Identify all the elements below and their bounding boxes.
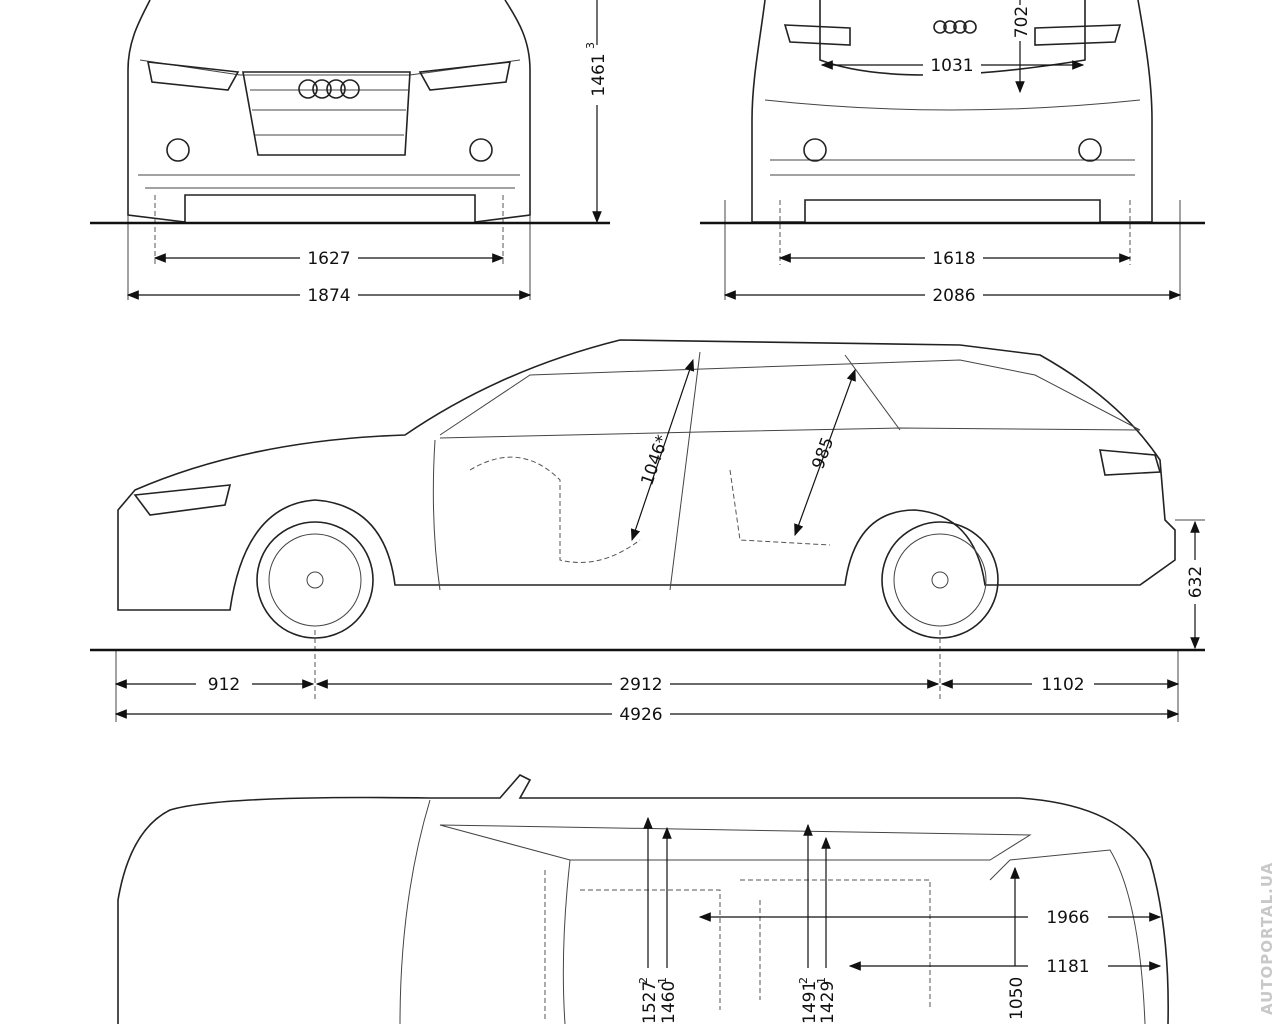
audi-rings-logo-rear <box>933 20 977 34</box>
rear-headroom-label: 985 <box>808 435 838 472</box>
watermark: AUTOPORTAL.UA <box>1258 862 1276 1015</box>
front-view: 1627 1874 1461 3 <box>126 0 609 306</box>
cargo-width-label: 1050 <box>1007 977 1027 1020</box>
height-label: 1461 <box>589 53 609 96</box>
front-grille <box>242 71 411 156</box>
height-footnote: 3 <box>584 42 597 49</box>
left-exhaust <box>803 138 827 162</box>
cargo-length-label: 1181 <box>1046 957 1089 977</box>
front-wheel <box>256 521 374 639</box>
left-headlight <box>147 61 240 91</box>
right-headlight <box>418 61 511 91</box>
rear-overhang-label: 1102 <box>1041 675 1084 695</box>
rear-width-label: 2086 <box>932 286 975 306</box>
front-width-label: 1874 <box>307 286 350 306</box>
front-shoulder-width-label: 1460 <box>659 981 679 1024</box>
footnote-2: 2 <box>797 977 810 984</box>
side-view: 1046* 985 632 912 2912 1102 4926 <box>114 339 1207 725</box>
rear-shoulder-width-label: 1429 <box>818 981 838 1024</box>
rear-wheel <box>881 521 999 639</box>
side-headlight <box>133 484 232 516</box>
length-label: 4926 <box>619 705 662 725</box>
audi-rings-logo-front <box>298 79 360 99</box>
side-taillight <box>1099 449 1162 476</box>
left-taillight <box>783 24 851 46</box>
rear-track-label: 1618 <box>932 249 975 269</box>
right-taillight <box>1034 24 1122 46</box>
front-overhang-label: 912 <box>208 675 240 695</box>
footnote-2: 2 <box>637 977 650 984</box>
cargo-length-folded-label: 1966 <box>1046 908 1089 928</box>
footnote-1: 1 <box>656 977 669 984</box>
front-track-label: 1627 <box>307 249 350 269</box>
front-elbow-width-label: 1527 <box>640 981 660 1024</box>
right-fog-light <box>469 138 493 162</box>
front-headroom-label: 1046* <box>637 433 673 488</box>
rear-elbow-width-label: 1491 <box>800 981 820 1024</box>
right-exhaust <box>1078 138 1102 162</box>
trunk-height-label: 702 <box>1012 6 1032 38</box>
trunk-width-label: 1031 <box>930 56 973 76</box>
wheelbase-label: 2912 <box>619 675 662 695</box>
top-view: 1527 2 1460 1 1491 2 1429 1 1050 1966 11… <box>117 774 1169 1024</box>
load-sill-height-label: 632 <box>1186 566 1206 598</box>
left-fog-light <box>166 138 190 162</box>
rear-view: 702 1031 1618 2086 <box>723 0 1182 306</box>
footnote-1: 1 <box>815 977 828 984</box>
